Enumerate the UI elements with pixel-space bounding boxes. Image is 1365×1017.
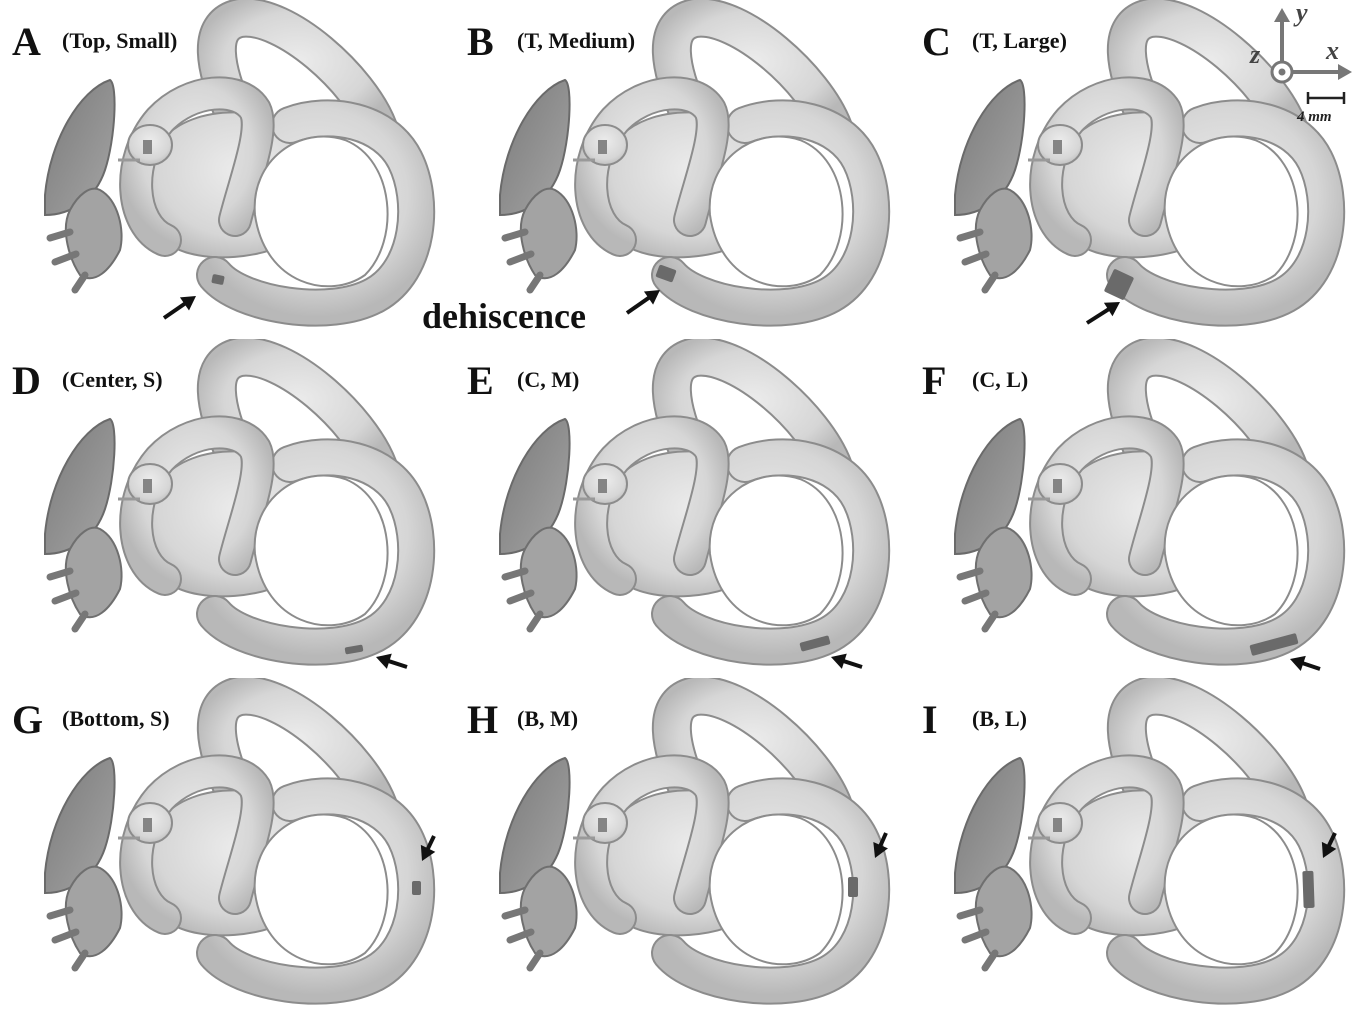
ossicle-process [75,275,85,290]
ossicles [976,189,1032,278]
stapes [143,818,152,832]
ossicle-process [985,614,995,629]
scale-bar-label: 4 mm [1297,110,1332,125]
dehiscence-marker [848,877,858,897]
panel-e: E (C, M) [455,339,910,678]
panel-g: G (Bottom, S) [0,678,455,1017]
panel-caption: (Bottom, S) [62,708,170,730]
panel-letter: B [467,22,494,62]
canal-lumen [710,476,843,626]
stapes [598,140,607,154]
canal-lumen [255,476,388,626]
y-arrow-icon [1274,8,1290,22]
x-arrow-icon [1338,64,1352,80]
panel-i: I (B, L) [910,678,1365,1017]
panel-letter: I [922,700,938,740]
ossicle-process [985,953,995,968]
panel-letter: D [12,361,41,401]
canal-lumen [1165,815,1298,965]
stapes [598,818,607,832]
canal-lumen [255,815,388,965]
z-axis-dot [1279,69,1286,76]
panel-f: F (C, L) [910,339,1365,678]
stapes [1053,140,1062,154]
panel-caption: (C, L) [972,369,1028,391]
ossicles [521,528,577,617]
ossicles [976,867,1032,956]
panel-a: A (Top, Small) [0,0,455,339]
stapes [598,479,607,493]
panel-letter: H [467,700,498,740]
ossicle-process [530,614,540,629]
z-axis-label: z [1250,42,1260,68]
dehiscence-marker [412,881,421,895]
panel-letter: A [12,22,41,62]
stapes [1053,479,1062,493]
panel-b: B (T, Medium) [455,0,910,339]
panel-h: H (B, M) [455,678,910,1017]
ossicles [66,189,122,278]
panel-caption: (C, M) [517,369,579,391]
panel-d: D (Center, S) [0,339,455,678]
stapes [143,479,152,493]
ossicles [521,189,577,278]
canal-lumen [255,137,388,287]
scale-bar [1308,92,1344,104]
canal-lumen [1165,137,1298,287]
dehiscence-label: dehiscence [422,298,586,334]
panel-caption: (B, M) [517,708,578,730]
panel-caption: (T, Medium) [517,30,635,52]
ossicles [976,528,1032,617]
ossicle-process [985,275,995,290]
x-axis-label: x [1326,38,1339,64]
canal-lumen [710,815,843,965]
panel-letter: G [12,700,43,740]
ossicles [521,867,577,956]
panel-letter: C [922,22,951,62]
dehiscence-marker [1302,871,1314,908]
ossicles [66,867,122,956]
stapes [143,140,152,154]
panel-caption: (Center, S) [62,369,163,391]
panel-letter: E [467,361,494,401]
stapes [1053,818,1062,832]
ossicle-process [530,275,540,290]
y-axis-label: y [1296,0,1308,26]
panel-caption: (B, L) [972,708,1027,730]
ossicles [66,528,122,617]
ossicle-process [530,953,540,968]
panel-caption: (T, Large) [972,30,1067,52]
ossicle-process [75,953,85,968]
panel-letter: F [922,361,946,401]
canal-lumen [710,137,843,287]
ossicle-process [75,614,85,629]
panel-caption: (Top, Small) [62,30,177,52]
canal-lumen [1165,476,1298,626]
